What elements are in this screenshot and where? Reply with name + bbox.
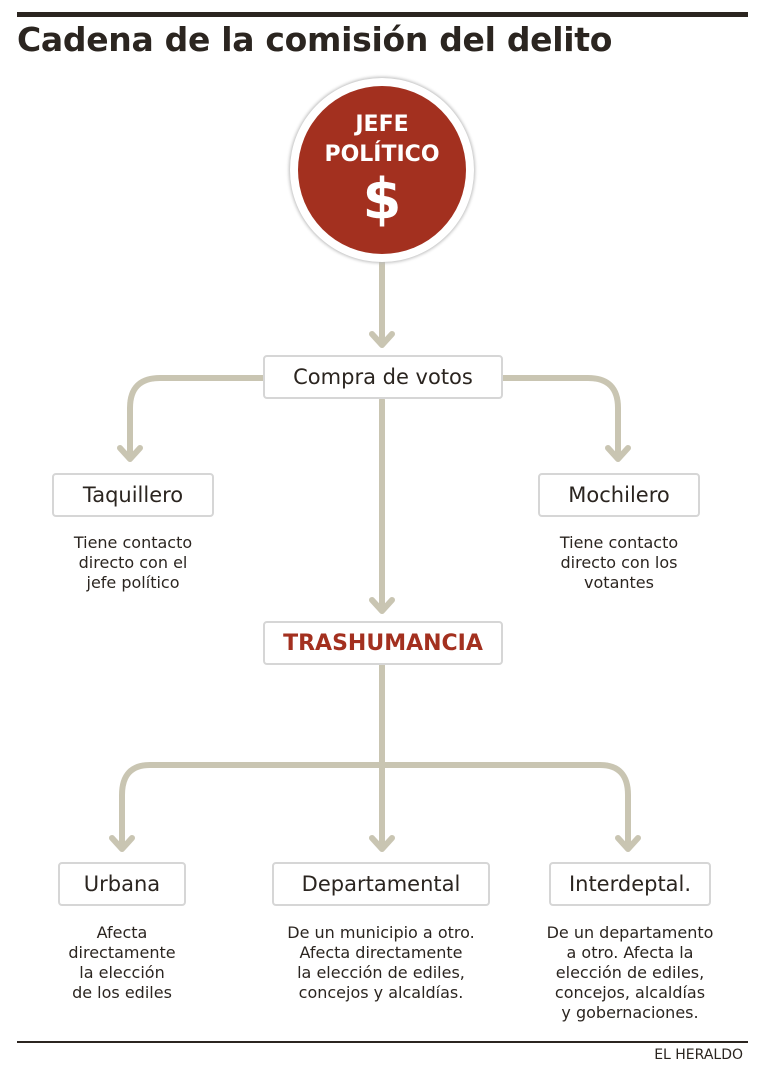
bottom-rule [17,1041,748,1043]
top-rule [17,12,748,17]
jefe-politico-node: JEFE POLÍTICO $ [290,78,474,262]
taquillero-node: Taquillero [52,473,214,517]
compra-de-votos-node: Compra de votos [263,355,503,399]
mochilero-node: Mochilero [538,473,700,517]
arrow-head [605,445,631,462]
arrow-head [369,597,395,614]
jefe-label: JEFE [355,112,409,137]
interdeptal-node: Interdeptal. [549,862,711,906]
arrow-head [369,835,395,852]
connector-compra-taquillero [127,375,266,458]
source-credit: EL HERALDO [654,1047,743,1063]
arrow-head [117,445,143,462]
arrow-head [615,835,641,852]
dollar-icon: $ [362,167,402,232]
connector-compra-mochilero [500,375,621,458]
trashumancia-node: TRASHUMANCIA [263,621,503,665]
departamental-desc: De un municipio a otro.Afecta directamen… [287,923,475,1002]
page-title: Cadena de la comisión del delito [17,20,613,59]
arrow-head [369,331,395,348]
departamental-node: Departamental [272,862,490,906]
arrow-head [109,835,135,852]
urbana-node: Urbana [58,862,186,906]
connector-interdeptal [379,762,631,848]
politico-label: POLÍTICO [324,142,440,167]
connector-urbana [119,762,385,848]
